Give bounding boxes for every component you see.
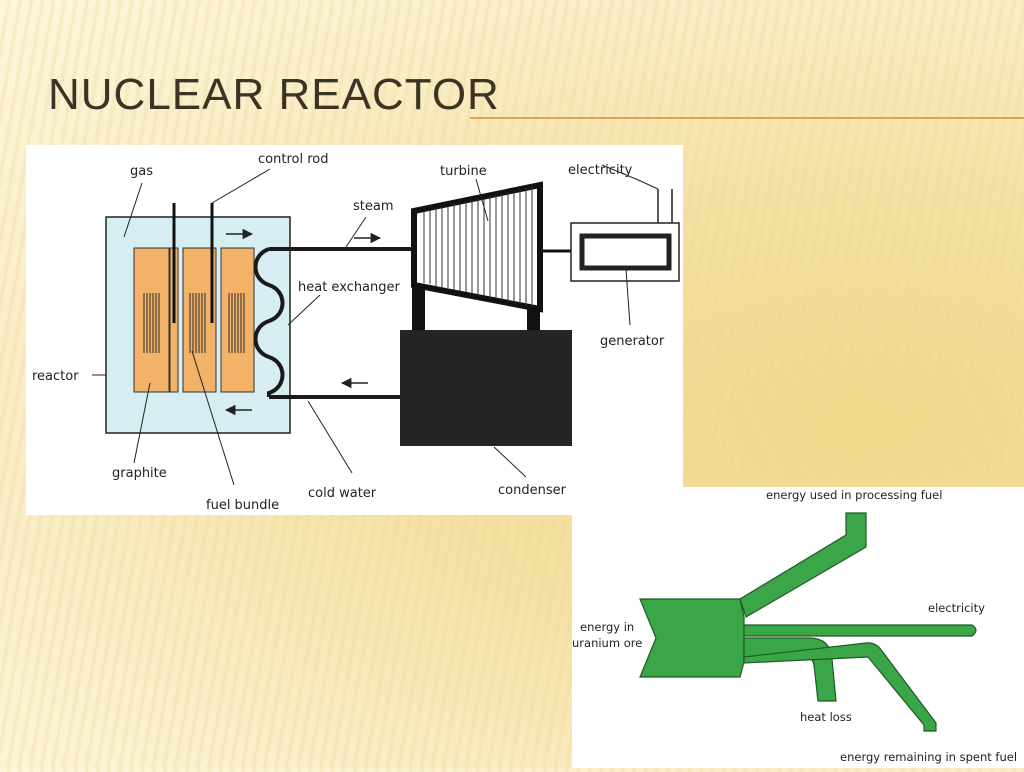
energy-flow-bands [639,512,977,732]
label-fuel-bundle: fuel bundle [206,498,279,513]
label-heat-exchanger: heat exchanger [298,280,401,295]
turbine-support-right [527,309,540,331]
label-energy-in-line1: energy in [580,620,634,634]
turbine-support-left [412,285,425,331]
label-energy-electricity: electricity [928,601,985,615]
label-generator: generator [600,334,665,349]
turbine [411,181,543,313]
energy-flow-diagram-panel: energy used in processing fuel electrici… [572,487,1024,768]
heat-exchanger-coil [253,247,285,397]
slide-title: NUCLEAR REACTOR [48,70,500,119]
label-energy-in-line2: uranium ore [572,636,642,650]
generator [570,222,680,282]
flow-processing-fuel [739,512,867,618]
condenser [400,330,572,446]
control-rods [172,203,214,323]
label-gas: gas [130,164,153,179]
label-graphite: graphite [112,466,167,481]
flow-energy-in [639,598,745,678]
label-electricity: electricity [568,163,633,178]
reactor-diagram: gas control rod turbine electricity stea… [32,152,680,513]
label-cold-water: cold water [308,486,377,501]
graphite-blocks [133,247,255,393]
label-turbine: turbine [440,164,487,179]
energy-flow-diagram: energy used in processing fuel electrici… [572,488,1017,764]
flow-spent-fuel [743,642,937,732]
flow-electricity [743,624,977,637]
label-reactor: reactor [32,369,79,384]
label-heat-loss: heat loss [800,710,852,724]
reactor-diagram-panel: gas control rod turbine electricity stea… [26,145,683,515]
title-divider [470,117,1024,119]
leader-lines [92,164,659,486]
label-energy-processing-fuel: energy used in processing fuel [766,488,942,502]
label-condenser: condenser [498,483,567,498]
fuel-bundles [143,293,245,353]
label-steam: steam [353,199,394,214]
turbine-blades [423,187,533,307]
label-control-rod: control rod [258,152,328,167]
label-energy-spent-fuel: energy remaining in spent fuel [840,750,1017,764]
